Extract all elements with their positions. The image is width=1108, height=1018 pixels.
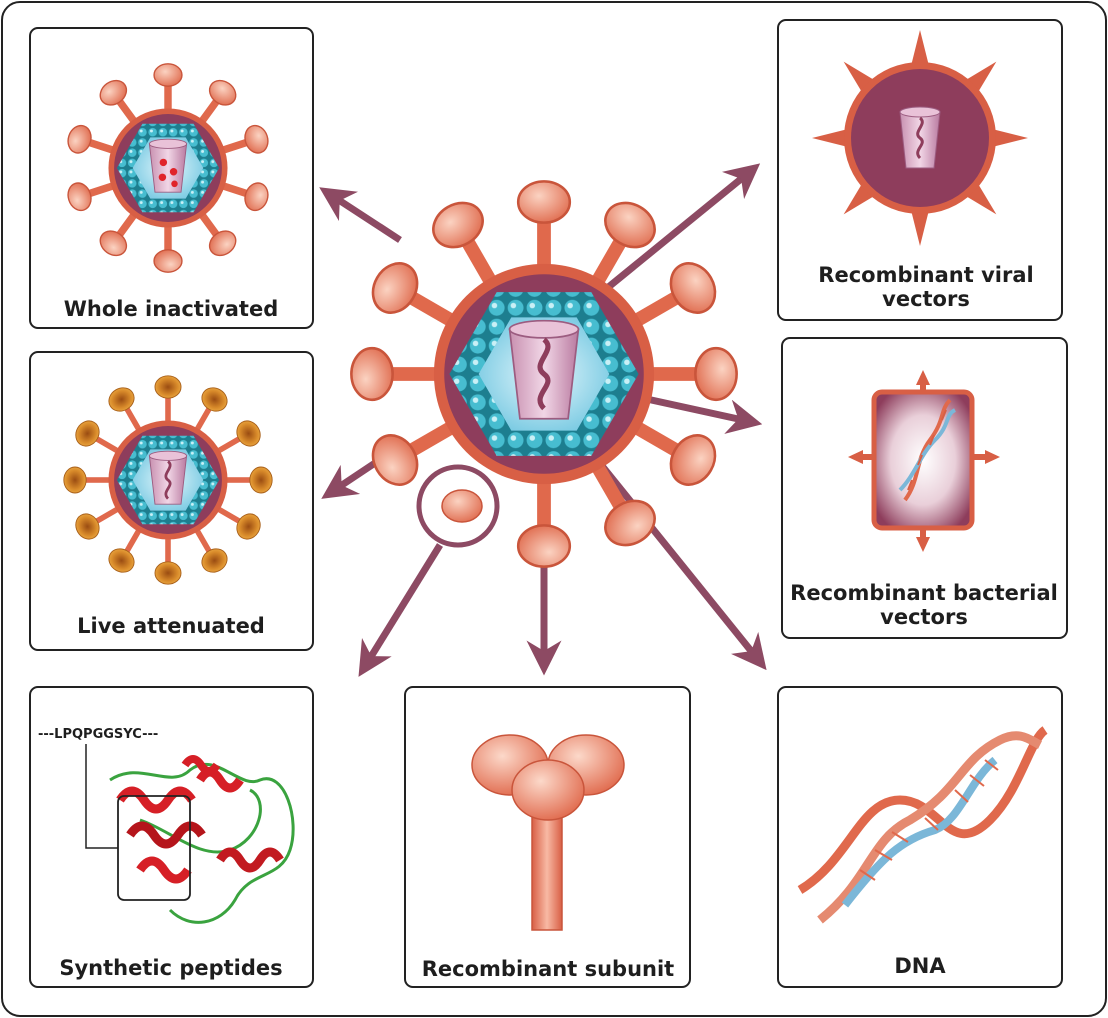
- bacterial-vector-icon: [848, 370, 1000, 552]
- inactivated-virus-icon: [63, 63, 273, 273]
- viral-vector-icon: [812, 30, 1028, 246]
- label-recombinant-bacterial-vectors-line2: vectors: [880, 605, 968, 629]
- label-dna: DNA: [894, 954, 946, 978]
- panel-whole-inactivated: Whole inactivated: [29, 27, 314, 329]
- highlight-box: [117, 795, 191, 901]
- panel-recombinant-subunit: Recombinant subunit: [404, 686, 691, 988]
- label-recombinant-bacterial-vectors-line1: Recombinant bacterial: [790, 581, 1058, 605]
- panel-synthetic-peptides: ---LPQPGGSYC--- Synthetic peptides: [29, 686, 314, 988]
- dna-helix-icon: [797, 726, 1049, 924]
- label-recombinant-subunit: Recombinant subunit: [422, 957, 674, 981]
- panel-dna: DNA: [777, 686, 1063, 988]
- arrow-to-whole-inactivated: [319, 187, 402, 243]
- protein-structure-icon: [109, 755, 295, 924]
- label-recombinant-viral-vectors-line2: vectors: [882, 287, 970, 311]
- central-virus-icon: [350, 180, 738, 568]
- label-whole-inactivated: Whole inactivated: [64, 297, 278, 321]
- panel-recombinant-viral-vectors: Recombinant viral vectors: [777, 19, 1063, 321]
- peptide-sequence: ---LPQPGGSYC---: [38, 727, 158, 742]
- panel-live-attenuated: Live attenuated: [29, 351, 314, 651]
- label-synthetic-peptides: Synthetic peptides: [59, 956, 282, 980]
- label-recombinant-viral-vectors-line1: Recombinant viral: [818, 263, 1033, 287]
- arrow-to-synthetic-peptides: [358, 543, 443, 677]
- live-virus-icon: [63, 375, 273, 585]
- subunit-protein-icon: [471, 734, 625, 931]
- label-live-attenuated: Live attenuated: [77, 614, 265, 638]
- arrow-to-live-attenuated: [321, 460, 377, 499]
- panel-recombinant-bacterial-vectors: Recombinant bacterial vectors: [781, 337, 1068, 639]
- highlighted-spike-icon: [416, 464, 500, 548]
